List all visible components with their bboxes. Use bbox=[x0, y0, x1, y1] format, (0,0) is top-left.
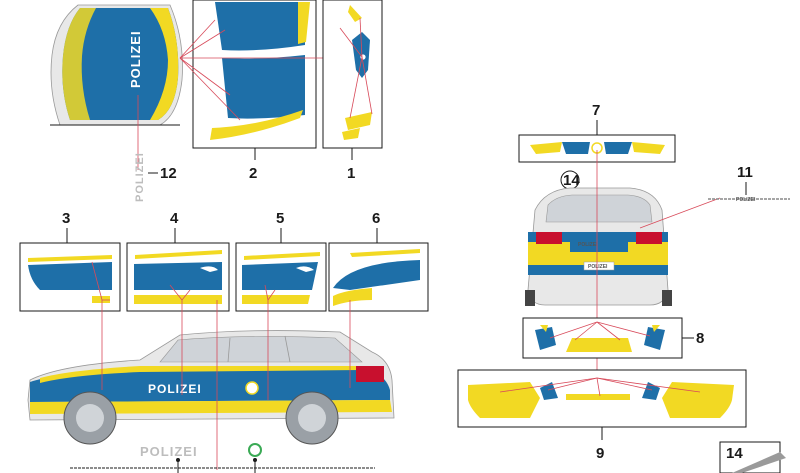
decal-4-yellow-bottom bbox=[134, 295, 222, 304]
car-yellow-upper bbox=[40, 366, 362, 383]
decal-4-blue bbox=[134, 262, 222, 290]
rear-tyre-left bbox=[525, 290, 535, 306]
leaders-2 bbox=[179, 19, 330, 121]
box-1-front-decals: 1 bbox=[322, 0, 383, 182]
decal-9-yellow-left bbox=[468, 382, 540, 418]
rear-strip-text: POLIZEI bbox=[578, 242, 598, 248]
decal-3-blue bbox=[28, 262, 112, 290]
vertical-polizei-text: POLIZEI bbox=[134, 152, 146, 202]
decal-2-blue-bottom bbox=[222, 55, 305, 119]
label-6: 6 bbox=[372, 210, 380, 227]
hood-view: POLIZEI bbox=[50, 4, 183, 170]
item-14-box: 14 bbox=[719, 441, 786, 473]
decal-8-blue-left bbox=[535, 327, 556, 350]
rear-plate bbox=[583, 261, 615, 271]
rear-tyre-right bbox=[662, 290, 672, 306]
decal-4-handle bbox=[200, 266, 218, 272]
leaders-8 bbox=[549, 321, 651, 341]
decal-3-yellow-top bbox=[28, 255, 112, 262]
box-6-rear-fender: 6 bbox=[328, 210, 429, 312]
decal-7-yellow-right bbox=[632, 142, 665, 154]
rear-view-car: POLIZEI POLIZEI bbox=[525, 150, 721, 400]
decal-7-yellow-left bbox=[530, 142, 562, 154]
item-12: POLIZEI 12 bbox=[134, 152, 177, 202]
rear-blue-center bbox=[570, 234, 628, 252]
decal-1-yellow-bottom-2 bbox=[342, 128, 360, 140]
item-11: 11 POLIZEI bbox=[708, 164, 790, 203]
decal-2-blue-top bbox=[215, 2, 305, 51]
decal-5-yellow-bottom bbox=[242, 295, 310, 304]
strip-14 bbox=[732, 452, 786, 473]
box-3-front-fender: 3 bbox=[19, 210, 121, 312]
decal-8-yellow-center bbox=[566, 338, 632, 352]
leaders-9 bbox=[499, 377, 701, 397]
decal-2-yellow-bottom bbox=[210, 110, 303, 140]
decal-8-blue-right bbox=[644, 327, 665, 350]
label-2: 2 bbox=[249, 165, 257, 182]
label-9: 9 bbox=[596, 445, 604, 462]
rear-yellow-band bbox=[528, 242, 668, 265]
decal-3-yellow-bottom bbox=[92, 296, 110, 303]
decal-7-blue-right bbox=[604, 142, 632, 154]
label-14-box: 14 bbox=[726, 445, 743, 462]
decal-9-blue-left bbox=[540, 382, 558, 400]
box-2-hood-decals: 2 bbox=[179, 0, 330, 182]
box-5-rear-door: 5 bbox=[235, 210, 327, 312]
decal-2-yellow-top bbox=[298, 2, 310, 44]
leaders-side bbox=[91, 261, 351, 470]
hood-blue-panel bbox=[62, 8, 179, 120]
decal-6-blue bbox=[333, 260, 420, 290]
box-4-front-door: 4 bbox=[126, 210, 230, 312]
decal-6-yellow-top bbox=[350, 249, 420, 257]
decal-1-yellow-top bbox=[348, 5, 362, 22]
label-11: 11 bbox=[737, 164, 753, 181]
rear-light-right bbox=[636, 232, 662, 244]
hood-yellow-left bbox=[62, 8, 96, 120]
box-7-roof-decals: 7 bbox=[518, 102, 676, 163]
item-14-circle: 14 bbox=[560, 170, 580, 190]
decal-9-yellow-center bbox=[566, 394, 630, 400]
car-roof-window bbox=[159, 336, 363, 363]
label-5: 5 bbox=[276, 210, 284, 227]
decal-5-yellow-top bbox=[244, 252, 320, 260]
rear-light-left bbox=[536, 232, 562, 244]
box-8-rear-bumper: 8 bbox=[522, 317, 704, 359]
side-star-badge bbox=[245, 381, 259, 395]
leaders-1 bbox=[339, 17, 373, 119]
decal-8-yellow-l bbox=[540, 325, 548, 332]
car-tail-light bbox=[356, 366, 384, 382]
rear-plate-text: POLIZEI bbox=[588, 264, 608, 270]
decal-1-yellow-bottom-1 bbox=[345, 112, 372, 130]
car-blue-band bbox=[30, 368, 390, 402]
decal-7-blue-left bbox=[562, 142, 590, 154]
rear-window bbox=[545, 194, 653, 223]
label-7: 7 bbox=[592, 102, 600, 119]
decal-4-yellow-top bbox=[135, 250, 222, 259]
label-3: 3 bbox=[62, 210, 70, 227]
box-9-rear-lower: 9 bbox=[457, 369, 747, 462]
decal-5-blue bbox=[242, 262, 318, 290]
label-4: 4 bbox=[170, 210, 179, 227]
bottom-polizei-text: POLIZEI bbox=[140, 444, 198, 459]
decal-9-yellow-right bbox=[662, 382, 734, 418]
bottom-items: POLIZEI bbox=[70, 443, 375, 473]
bottom-star-badge bbox=[248, 443, 262, 457]
hood-yellow-right bbox=[150, 8, 179, 120]
decal-6-yellow-bottom bbox=[333, 288, 372, 306]
label-8: 8 bbox=[696, 330, 704, 347]
label-1: 1 bbox=[347, 165, 355, 182]
decal-9-blue-right bbox=[642, 382, 660, 400]
svg-text:POLIZEI: POLIZEI bbox=[736, 197, 756, 203]
decal-8-yellow-r bbox=[652, 325, 660, 332]
label-14-circle: 14 bbox=[563, 172, 580, 189]
side-view-car: POLIZEI bbox=[27, 261, 395, 470]
hood-polizei-text: POLIZEI bbox=[128, 30, 143, 88]
decal-5-handle bbox=[296, 266, 314, 272]
side-polizei-text: POLIZEI bbox=[148, 382, 202, 396]
label-12: 12 bbox=[160, 165, 177, 182]
